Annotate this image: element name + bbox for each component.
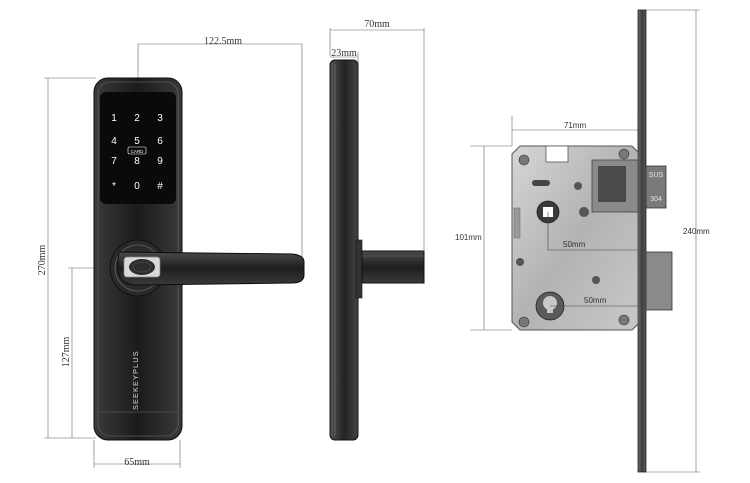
keypad-key[interactable]: 9 bbox=[157, 156, 163, 167]
deadbolt bbox=[645, 251, 673, 311]
latch-marking-sus: SUS bbox=[649, 172, 664, 179]
mortise-top-notch bbox=[545, 145, 569, 163]
keypad-panel bbox=[100, 92, 176, 204]
side-handle[interactable] bbox=[361, 250, 425, 284]
keypad-key[interactable]: 7 bbox=[111, 156, 117, 167]
depth-label: 70mm bbox=[364, 19, 390, 30]
front-dimension-lines bbox=[44, 43, 303, 468]
keypad-key[interactable]: 5 bbox=[134, 136, 140, 147]
side-body bbox=[329, 59, 359, 441]
side-spindle-collar bbox=[355, 239, 363, 299]
screw-bottom-left bbox=[518, 316, 530, 328]
brand-logo-text: SEEKEYPLUS bbox=[131, 350, 140, 410]
hub-screw-hole bbox=[579, 207, 589, 217]
mortise-height-label: 101mm bbox=[455, 233, 482, 242]
mortise-inner-dimension-lines bbox=[547, 212, 638, 307]
faceplate bbox=[637, 9, 647, 473]
height-label: 270mm bbox=[37, 245, 48, 276]
card-reader-label: CARD bbox=[131, 149, 145, 154]
screw-bottom-right bbox=[618, 314, 630, 326]
keypad-key[interactable]: # bbox=[157, 181, 163, 192]
keypad-key[interactable]: 6 bbox=[157, 136, 163, 147]
mortise-side-notch bbox=[513, 207, 521, 239]
handle-lever[interactable] bbox=[117, 251, 305, 286]
keypad-key[interactable]: 2 bbox=[134, 113, 140, 124]
keypad-key[interactable]: * bbox=[112, 181, 116, 192]
handle bbox=[109, 239, 305, 297]
mounting-hole-top bbox=[574, 182, 582, 190]
slot-top bbox=[532, 180, 550, 186]
mortise-width-label: 71mm bbox=[564, 121, 587, 130]
keypad: 1 2 3 4 5 6 7 8 9 * 0 # CARD bbox=[111, 113, 163, 192]
mounting-hole-left bbox=[516, 258, 524, 266]
latch-mechanism bbox=[598, 166, 626, 202]
lower-height-label: 127mm bbox=[61, 337, 72, 368]
screw-top-right bbox=[618, 148, 630, 160]
keypad-key[interactable]: 8 bbox=[134, 156, 140, 167]
front-width-label: 65mm bbox=[124, 457, 150, 468]
faceplate-height-label: 240mm bbox=[683, 227, 710, 236]
card-reader-icon[interactable] bbox=[127, 146, 147, 155]
front-view: 122.5mm 270mm 127mm 65mm 1 2 3 4 5 6 7 8 9 * 0 # CAR… bbox=[37, 36, 305, 468]
keypad-key[interactable]: 3 bbox=[157, 113, 163, 124]
handle-width-label: 122.5mm bbox=[204, 36, 242, 47]
mounting-hole-right bbox=[592, 276, 600, 284]
latch-bolt bbox=[645, 165, 667, 209]
keypad-key[interactable]: 0 bbox=[134, 181, 140, 192]
fingerprint-ridges bbox=[132, 261, 152, 273]
backset-label: 50mm bbox=[563, 240, 586, 249]
side-thickness-label: 23mm bbox=[331, 48, 357, 59]
latch-marking-304: 304 bbox=[650, 196, 662, 203]
fingerprint-sensor-icon bbox=[129, 259, 155, 275]
side-view: 70mm 23mm bbox=[329, 19, 425, 441]
cylinder-offset-label: 50mm bbox=[584, 296, 607, 305]
cylinder-keyway-slot bbox=[547, 303, 553, 313]
screw-top-left bbox=[518, 154, 530, 166]
mortise-view: 71mm 101mm 240mm SUS 304 bbox=[455, 9, 710, 473]
keypad-key[interactable]: 4 bbox=[111, 136, 117, 147]
keypad-key[interactable]: 1 bbox=[111, 113, 117, 124]
